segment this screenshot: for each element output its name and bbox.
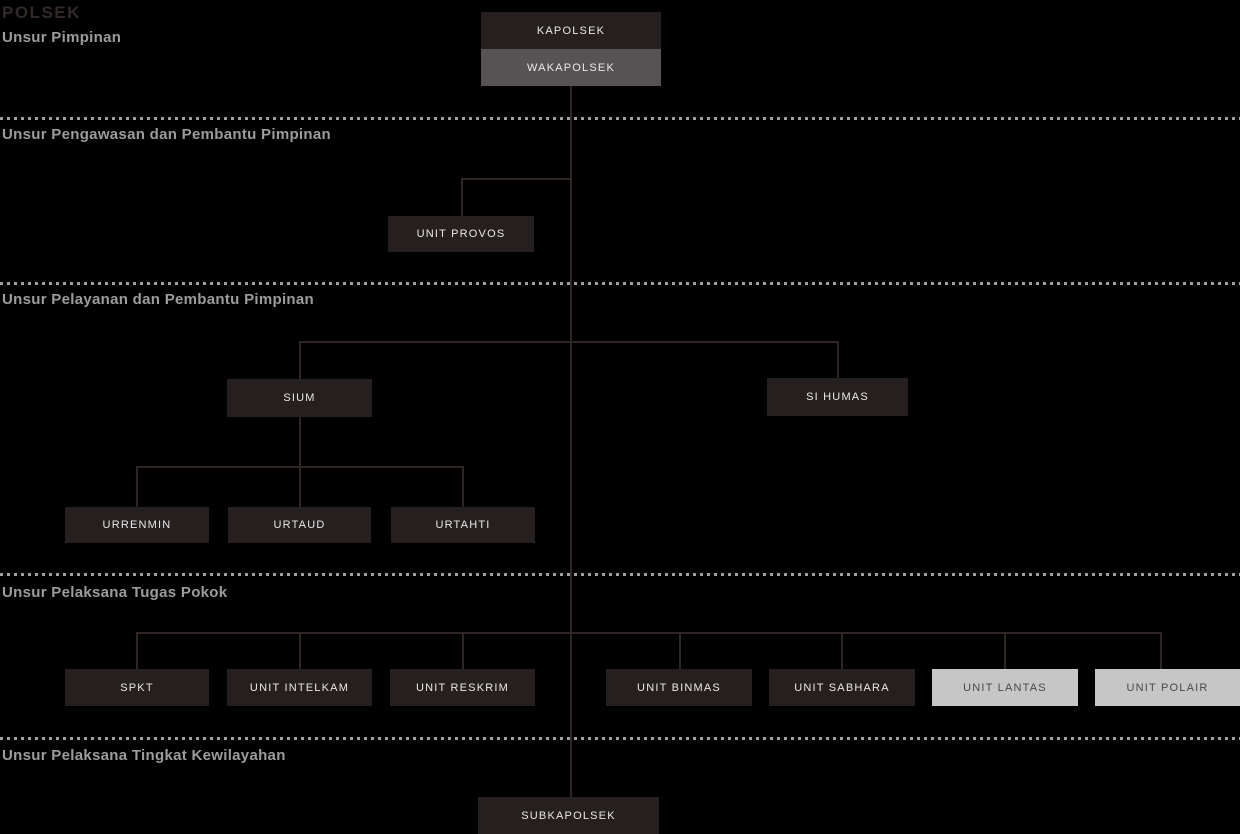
org-node-unit-sabhara: UNIT SABHARA (769, 669, 915, 706)
org-node-urrenmin: URRENMIN (65, 507, 209, 543)
org-node-unit-intelkam: UNIT INTELKAM (227, 669, 372, 706)
connector-line (299, 632, 301, 669)
connector-line (136, 632, 138, 669)
org-node-unit-binmas: UNIT BINMAS (606, 669, 752, 706)
org-node-spkt: SPKT (65, 669, 209, 706)
section-heading: Unsur Pimpinan (2, 29, 122, 46)
connector-line (461, 178, 571, 180)
connector-line (462, 632, 464, 669)
section-heading: Unsur Pelaksana Tugas Pokok (2, 584, 228, 601)
section-divider (0, 282, 1240, 285)
connector-line (299, 466, 301, 507)
section-divider (0, 737, 1240, 740)
page-title: POLSEK (2, 3, 81, 22)
connector-line (462, 466, 464, 507)
connector-line (461, 178, 463, 216)
connector-line (1160, 632, 1162, 669)
connector-line (136, 466, 138, 507)
org-node-unit-polair: UNIT POLAIR (1095, 669, 1240, 706)
org-node-urtahti: URTAHTI (391, 507, 535, 543)
connector-line (837, 341, 839, 378)
org-node-unit-provos: UNIT PROVOS (388, 216, 534, 252)
connector-line (136, 632, 1162, 634)
org-node-si-humas: SI HUMAS (767, 378, 908, 416)
org-node-sium: SIUM (227, 379, 372, 417)
connector-line (299, 341, 301, 379)
section-divider (0, 117, 1240, 120)
section-heading: Unsur Pengawasan dan Pembantu Pimpinan (2, 126, 331, 143)
org-node-subkapolsek: SUBKAPOLSEK (478, 797, 659, 834)
connector-line (679, 632, 681, 669)
connector-line (299, 341, 839, 343)
org-node-kapolsek: KAPOLSEK (481, 12, 661, 49)
section-divider (0, 573, 1240, 576)
org-node-unit-lantas: UNIT LANTAS (932, 669, 1078, 706)
org-node-urtaud: URTAUD (228, 507, 371, 543)
connector-line (570, 86, 572, 797)
org-node-unit-reskrim: UNIT RESKRIM (390, 669, 535, 706)
connector-line (1004, 632, 1006, 669)
section-heading: Unsur Pelayanan dan Pembantu Pimpinan (2, 291, 315, 308)
connector-line (841, 632, 843, 669)
connector-line (299, 417, 301, 466)
org-node-wakapolsek: WAKAPOLSEK (481, 49, 661, 86)
section-heading: Unsur Pelaksana Tingkat Kewilayahan (2, 747, 286, 764)
